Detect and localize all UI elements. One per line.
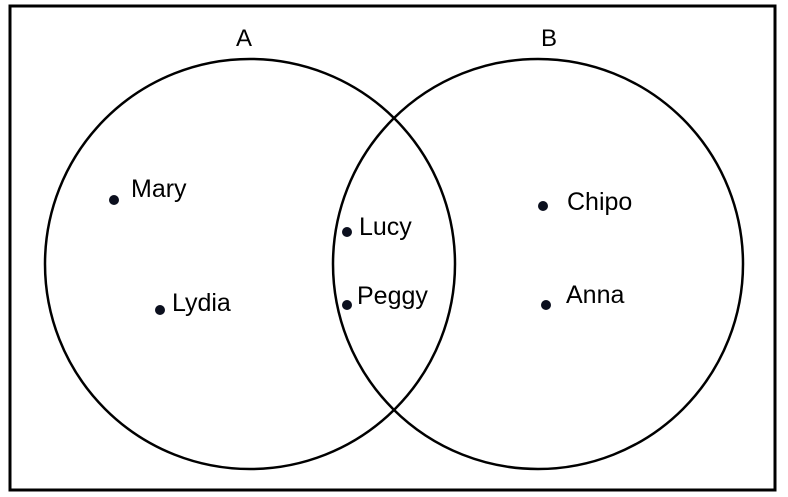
member-dot bbox=[342, 300, 352, 310]
member-dot bbox=[541, 300, 551, 310]
set-a-label: A bbox=[236, 25, 252, 52]
member-dot bbox=[538, 201, 548, 211]
set-a-circle bbox=[43, 57, 457, 471]
member-dot bbox=[109, 195, 119, 205]
set-b-circle bbox=[331, 57, 745, 471]
member-lydia: Lydia bbox=[155, 289, 231, 317]
member-lucy: Lucy bbox=[342, 213, 412, 241]
member-mary: Mary bbox=[109, 175, 187, 205]
member-label: Chipo bbox=[567, 188, 632, 216]
member-dot bbox=[155, 305, 165, 315]
member-label: Peggy bbox=[357, 282, 428, 310]
diagram-border bbox=[8, 4, 777, 492]
set-b-label: B bbox=[541, 25, 557, 52]
member-chipo: Chipo bbox=[538, 188, 632, 216]
member-peggy: Peggy bbox=[342, 282, 428, 310]
member-anna: Anna bbox=[541, 281, 624, 310]
member-dot bbox=[342, 227, 352, 237]
member-label: Lydia bbox=[172, 289, 231, 317]
member-label: Lucy bbox=[359, 213, 412, 241]
member-label: Anna bbox=[566, 281, 624, 309]
member-label: Mary bbox=[131, 175, 187, 203]
